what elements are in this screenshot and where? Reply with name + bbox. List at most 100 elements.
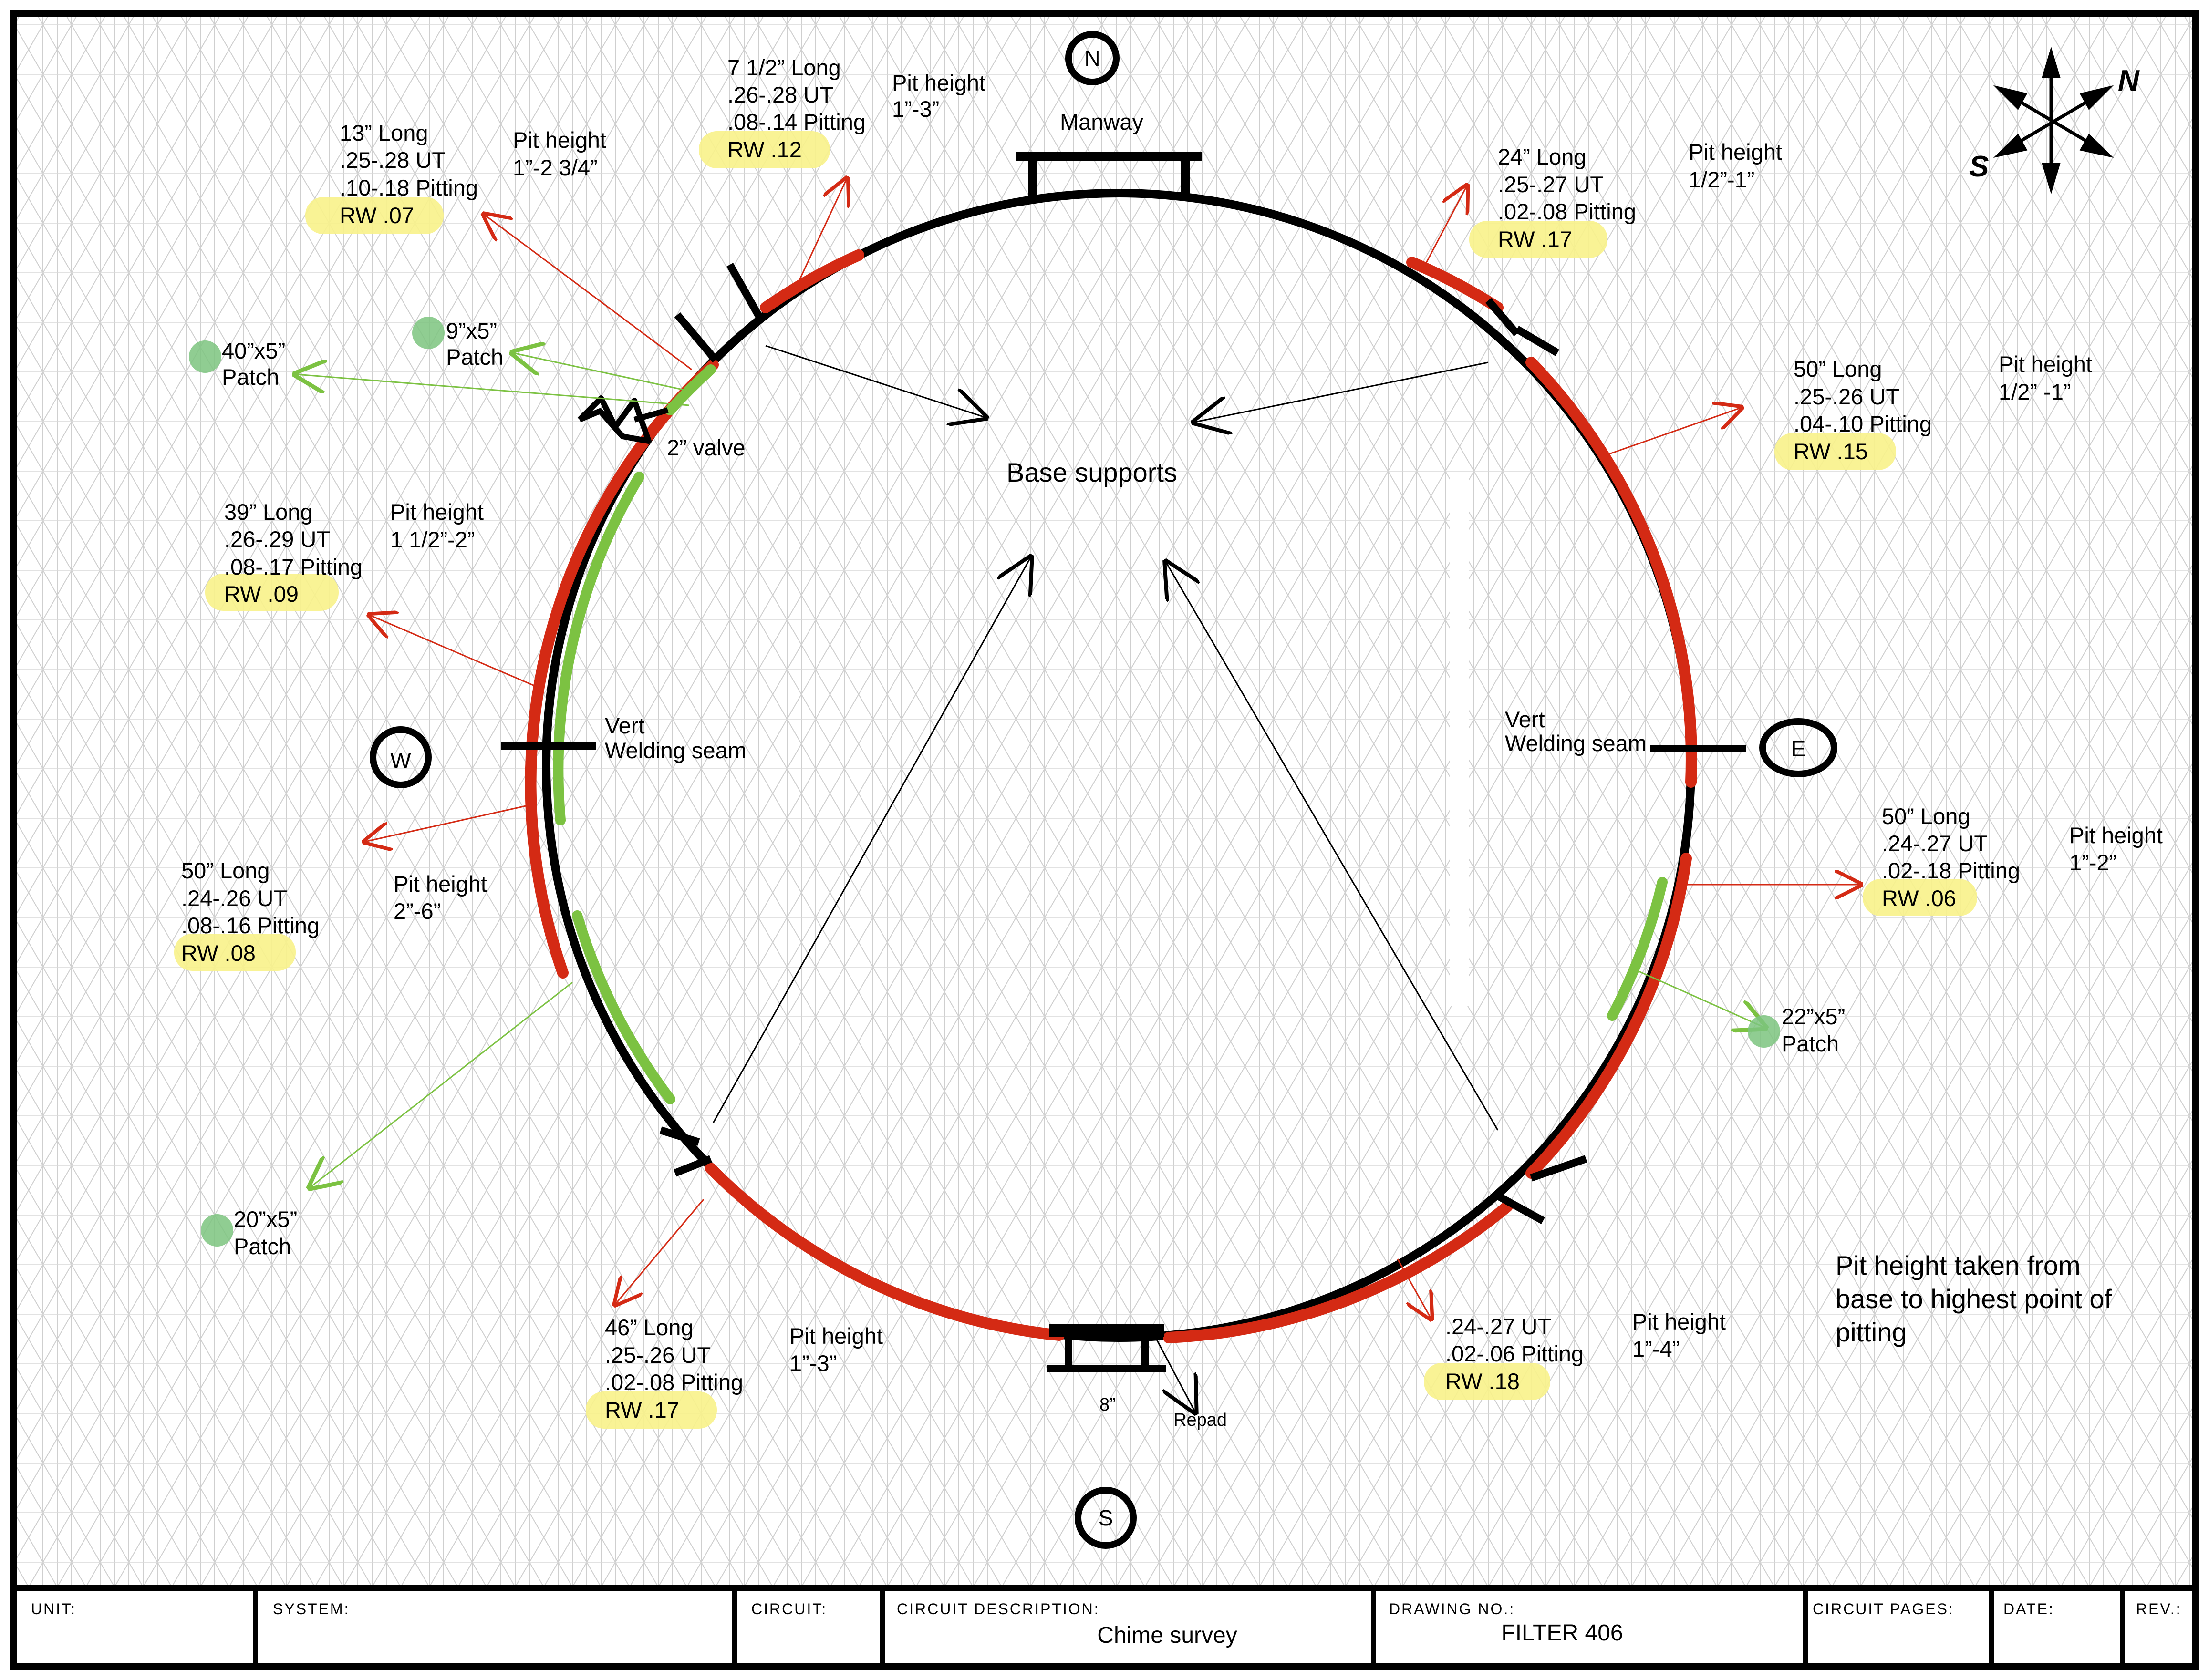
circuit-description: Chime survey: [1097, 1623, 1237, 1648]
svg-text:13” Long: 13” Long: [340, 120, 428, 145]
svg-text:.26-.29 UT: .26-.29 UT: [224, 526, 330, 552]
svg-text:Patch: Patch: [234, 1234, 291, 1259]
svg-text:24” Long: 24” Long: [1498, 144, 1587, 169]
vert-seam-east-line1: Vert: [1505, 707, 1545, 732]
corrosion-leaders: [365, 179, 1860, 1319]
svg-text:.25-.27 UT: .25-.27 UT: [1498, 172, 1604, 197]
svg-text:Pit height: Pit height: [892, 70, 985, 95]
repad-nozzle: [1047, 1324, 1166, 1372]
rev-label: REV.:: [2136, 1600, 2182, 1618]
svg-text:.02-.06 Pitting: .02-.06 Pitting: [1445, 1341, 1584, 1366]
patch-label-p9: 9”x5” Patch: [446, 318, 503, 370]
svg-text:Pit height: Pit height: [513, 127, 606, 153]
drawing-no: FILTER 406: [1501, 1620, 1623, 1646]
svg-text:RW .18: RW .18: [1445, 1369, 1520, 1394]
drawing-no-label: DRAWING NO.:: [1389, 1600, 1515, 1618]
compass-rose-icon: [1993, 46, 2114, 195]
svg-text:.24-.26 UT: .24-.26 UT: [181, 886, 287, 911]
note-line-3: pitting: [1836, 1317, 1907, 1347]
svg-text:Pit height: Pit height: [390, 499, 484, 525]
svg-text:46” Long: 46” Long: [605, 1315, 694, 1340]
svg-text:.25-.28 UT: .25-.28 UT: [340, 147, 446, 173]
svg-text:Pit height: Pit height: [1632, 1309, 1726, 1334]
svg-text:Pit height: Pit height: [1999, 351, 2092, 377]
svg-text:20”x5”: 20”x5”: [234, 1206, 297, 1232]
corrosion-callout-ne: 24” Long .25-.27 UT .02-.08 Pitting RW .…: [1498, 139, 1782, 252]
patch-marker-p9: [412, 317, 445, 349]
system-label: SYSTEM:: [273, 1600, 350, 1618]
corrosion-callout-wnw: 39” Long .26-.29 UT .08-.17 Pitting RW .…: [224, 499, 484, 607]
svg-text:.08-.17 Pitting: .08-.17 Pitting: [224, 554, 363, 579]
svg-text:.04-.10 Pitting: .04-.10 Pitting: [1794, 411, 1932, 436]
vert-seam-west-line2: Welding seam: [605, 738, 747, 763]
rw-highlights: [174, 131, 1977, 1429]
date-label: DATE:: [2003, 1600, 2054, 1618]
corrosion-callout-ese: 50” Long .24-.27 UT .02-.18 Pitting RW .…: [1882, 804, 2163, 911]
grid-background: [13, 13, 2196, 1587]
svg-text:50” Long: 50” Long: [1794, 356, 1882, 381]
compass-north: N: [1065, 31, 1120, 85]
unit-label: UNIT:: [31, 1600, 76, 1618]
patch-arcs: [553, 364, 1668, 1104]
svg-text:Patch: Patch: [222, 364, 279, 390]
patch-marker-p20: [201, 1214, 233, 1247]
svg-text:1”-2 3/4”: 1”-2 3/4”: [513, 155, 598, 180]
manway: [1016, 152, 1202, 198]
svg-text:7 1/2” Long: 7 1/2” Long: [727, 55, 841, 80]
corrosion-callout-wsw: 50” Long .24-.26 UT .08-.16 Pitting RW .…: [181, 858, 487, 966]
note-line-2: base to highest point of: [1836, 1284, 2112, 1314]
svg-text:Patch: Patch: [1782, 1031, 1839, 1056]
note-line-1: Pit height taken from: [1836, 1250, 2081, 1280]
compass-rose-s: S: [1969, 150, 1989, 183]
sheet-border: [10, 10, 2199, 1670]
base-supports-label: Base supports: [1006, 457, 1177, 487]
valve-icon: [577, 395, 669, 444]
svg-text:50” Long: 50” Long: [1882, 804, 1970, 829]
erased-grid-strip: [1450, 472, 1469, 1006]
compass-west: W: [370, 726, 432, 788]
svg-text:RW .17: RW .17: [605, 1397, 679, 1422]
patch-marker-p22: [1748, 1015, 1780, 1048]
svg-text:.25-.26 UT: .25-.26 UT: [1794, 384, 1899, 409]
svg-text:1/2” -1”: 1/2” -1”: [1999, 379, 2071, 404]
circuit-pages-label: CIRCUIT PAGES:: [1813, 1600, 1954, 1618]
svg-text:1”-2”: 1”-2”: [2069, 850, 2116, 875]
circuit-label: CIRCUIT:: [751, 1600, 827, 1618]
svg-text:Pit height: Pit height: [789, 1323, 883, 1349]
svg-text:.02-.08 Pitting: .02-.08 Pitting: [605, 1370, 743, 1395]
corrosion-callout-ssw: 46” Long .25-.26 UT .02-.08 Pitting RW .…: [605, 1315, 883, 1422]
manway-label: Manway: [1060, 109, 1144, 134]
corrosion-callout-ene: 50” Long .25-.26 UT .04-.10 Pitting RW .…: [1794, 351, 2092, 464]
svg-text:.02-.18 Pitting: .02-.18 Pitting: [1882, 858, 2020, 883]
svg-text:50” Long: 50” Long: [181, 858, 270, 883]
svg-text:1”-3”: 1”-3”: [789, 1350, 837, 1376]
svg-text:RW .17: RW .17: [1498, 227, 1572, 252]
svg-text:22”x5”: 22”x5”: [1782, 1004, 1845, 1029]
circuit-description-label: CIRCUIT DESCRIPTION:: [897, 1600, 1100, 1618]
svg-text:1”-4”: 1”-4”: [1632, 1336, 1680, 1361]
svg-text:.08-.16 Pitting: .08-.16 Pitting: [181, 913, 320, 938]
svg-text:Pit height: Pit height: [1689, 139, 1782, 165]
svg-text:.26-.28 UT: .26-.28 UT: [727, 82, 833, 107]
svg-text:.08-.14 Pitting: .08-.14 Pitting: [727, 109, 866, 134]
svg-text:RW .07: RW .07: [340, 203, 414, 228]
repad-arrow: [1153, 1335, 1195, 1412]
svg-text:.24-.27 UT: .24-.27 UT: [1882, 831, 1988, 856]
repad-label: Repad: [1173, 1410, 1227, 1430]
size-8-label: 8”: [1099, 1395, 1116, 1415]
svg-text:Pit height: Pit height: [2069, 823, 2163, 848]
svg-text:2”-6”: 2”-6”: [394, 898, 441, 924]
compass-east: E: [1759, 718, 1837, 777]
svg-text:E: E: [1791, 736, 1806, 761]
patch-label-p40: 40”x5” Patch: [222, 338, 285, 390]
patch-label-p20: 20”x5” Patch: [234, 1206, 297, 1259]
svg-text:Patch: Patch: [446, 344, 503, 370]
svg-text:1”-3”: 1”-3”: [892, 96, 939, 122]
svg-text:1/2”-1”: 1/2”-1”: [1689, 167, 1754, 192]
patch-label-p22: 22”x5” Patch: [1782, 1004, 1845, 1056]
corrosion-callout-nw: 13” Long .25-.28 UT .10-.18 Pitting RW .…: [340, 120, 606, 228]
base-support-arrows: [712, 345, 1499, 1131]
svg-text:RW .12: RW .12: [727, 137, 802, 162]
svg-text:RW .09: RW .09: [224, 581, 299, 607]
